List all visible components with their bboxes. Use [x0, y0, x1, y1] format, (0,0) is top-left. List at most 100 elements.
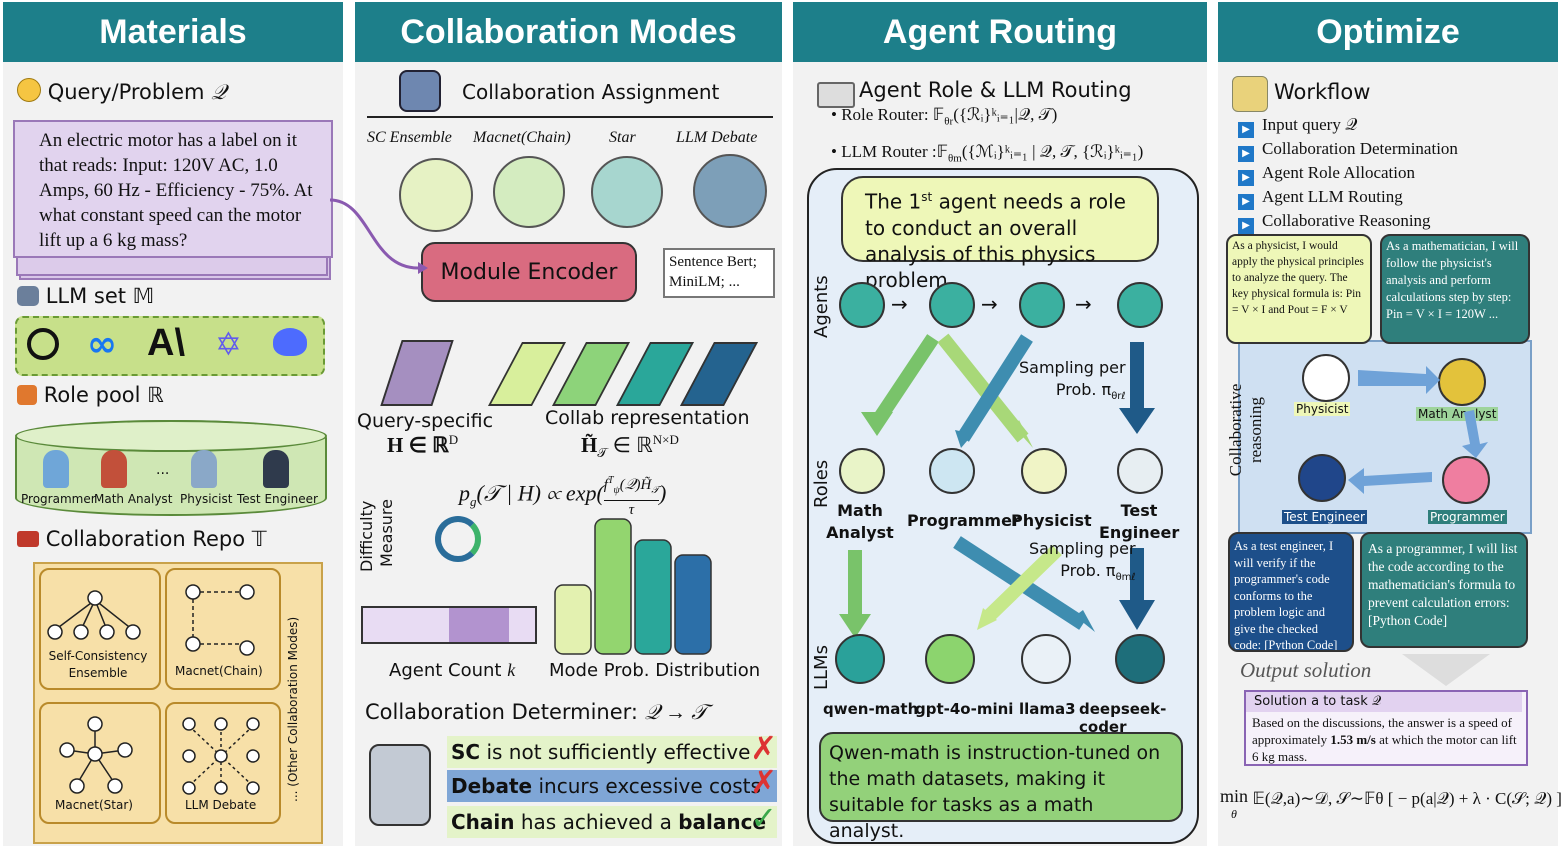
objective-min-text: min: [1220, 786, 1249, 806]
agent-label-tester: Test Engineer: [1282, 510, 1367, 524]
repo-label-chain: Macnet(Chain): [175, 664, 263, 678]
mode-prob-bar: [594, 518, 632, 655]
collab-rep-label: Collab representation: [545, 407, 750, 429]
sampling-llm-line-2: Prob. π: [1060, 561, 1116, 580]
role-avatar-physicist: [191, 450, 217, 488]
query-h-text: H ∈ ℝ: [387, 433, 449, 457]
anthropic-icon: A\: [147, 322, 185, 364]
query-specific-label: Query-specific: [357, 410, 494, 432]
llm-set-symbol: 𝕄: [132, 284, 155, 308]
collab-h-sub: 𝒯: [597, 445, 608, 461]
router-icon: [817, 82, 855, 108]
llm-icon-deepseek: [1115, 634, 1165, 684]
llm-icon-qwen: [835, 634, 885, 684]
llm-set-title: LLM set: [45, 284, 126, 308]
routing-arrows: [839, 333, 1155, 638]
objective-min-sub: θ: [1231, 807, 1237, 821]
formula-p: p: [459, 480, 470, 506]
repo-label-debate: LLM Debate: [185, 798, 257, 812]
optimize-header: Optimize: [1218, 2, 1558, 62]
solution-text: Based on the discussions, the answer is …: [1252, 714, 1520, 765]
judge-robot-icon: [369, 744, 431, 826]
role-pool-title: Role pool: [43, 383, 141, 407]
routing-title: Agent Role & LLM Routing: [859, 78, 1132, 102]
cross-icon-1: ✗: [750, 729, 777, 767]
bubble-text-pre: The 1: [865, 189, 922, 214]
repo-graphs: [47, 584, 260, 795]
qwen-icon: ✡: [215, 325, 242, 363]
agent-label-math: Math Analyst: [1416, 407, 1499, 421]
formula-f: f: [603, 477, 608, 493]
role-name-math: Math Analyst: [826, 501, 894, 542]
mode-prob-bar: [634, 539, 672, 655]
solution-title: Solution a to task 𝒬: [1246, 692, 1522, 712]
mode-circle-chain: [493, 156, 565, 228]
role-router-args: ({ℛᵢ}ᵏᵢ₌₁|𝒬, 𝒯): [953, 105, 1058, 124]
role-router-label: Role Router: 𝔽: [841, 105, 945, 124]
role-router-line: • Role Router: 𝔽θr({ℛᵢ}ᵏᵢ₌₁|𝒬, 𝒯): [831, 105, 1058, 128]
agent-count-fill: [449, 608, 509, 642]
repo-cell-star: [39, 702, 161, 824]
play-icon: ▶: [1238, 122, 1254, 138]
bubble-text-sup: st: [921, 190, 933, 204]
role-router-sub: θr: [944, 115, 954, 128]
solution-text-b: at which the motor can lift 6 kg mass.: [1252, 732, 1517, 764]
tester-bubble: As a test engineer, I will verify if the…: [1228, 532, 1354, 652]
workflow-step-2: ▶ Collaboration Determination: [1238, 138, 1458, 162]
agent-count-text: Agent Count: [389, 660, 502, 681]
math-bubble: As a mathematician, I will follow the ph…: [1380, 234, 1530, 344]
agent-label-physicist: Physicist: [1294, 402, 1351, 416]
chain-arrow-1: →: [891, 292, 908, 316]
verdict-sc-text: is not sufficiently effective: [480, 740, 751, 764]
determiner-map: 𝒬 → 𝒯: [644, 700, 708, 724]
workflow-step-1: ▶ Input query 𝒬: [1238, 114, 1458, 138]
first-agent-bubble: The 1st agent needs a role to conduct an…: [841, 176, 1159, 292]
agent-count-label: Agent Count k: [389, 660, 515, 681]
repo-title-row: Collaboration Repo 𝕋: [17, 527, 267, 552]
workflow-step-4-text: Agent LLM Routing: [1262, 187, 1403, 206]
math-agent-icon: [1438, 358, 1486, 406]
programmer-agent-icon: [1442, 456, 1490, 504]
llm-name-deepseek: deepseek-coder: [1079, 700, 1167, 736]
assignment-bracket: [367, 116, 773, 118]
openai-icon: [27, 328, 59, 360]
mode-prob-bar: [554, 584, 592, 655]
robot-icon: [17, 286, 39, 306]
mode-label-star: Star: [609, 129, 636, 146]
solution-text-a: Based on the discussions, the answer is …: [1252, 715, 1512, 747]
optimize-panel: Optimize Workflow ▶Input query 𝒬 ▶Collab…: [1218, 2, 1561, 846]
role-icon-math: [839, 448, 885, 494]
query-h-sup: D: [448, 432, 459, 447]
agent-1-icon: [839, 282, 885, 328]
workflow-step-5-text: Collaborative Reasoning: [1262, 211, 1431, 230]
physicist-agent-icon: [1302, 354, 1350, 402]
workflow-step-3: ▶Agent Role Allocation: [1238, 162, 1458, 186]
workflow-step-3-text: Agent Role Allocation: [1262, 163, 1415, 182]
query-symbol: 𝒬: [211, 80, 227, 104]
llm-set-title-row: LLM set 𝕄: [17, 284, 154, 309]
play-icon: ▶: [1238, 146, 1254, 162]
sampling-role-label: Sampling per Prob. πθrℓ: [1019, 357, 1126, 408]
thinking-face-icon: [17, 78, 41, 102]
role-pool-title-row: Role pool ℝ: [17, 383, 164, 408]
agent-2-icon: [929, 282, 975, 328]
llm-router-sub: θm: [948, 152, 962, 165]
physicist-bubble: As a physicist, I would apply the physic…: [1226, 234, 1372, 344]
collab-h-rest: ∈ ℝ: [607, 433, 653, 457]
llm-router-label: LLM Router :𝔽: [841, 142, 949, 161]
verdict-debate: Debate incurs excessive costs ✗: [447, 766, 777, 802]
reasoning-arrows: [1348, 366, 1488, 494]
verdict-chain: Chain has achieved a balance ✓: [447, 802, 777, 838]
formula-num-rest-sub: 𝒯: [651, 485, 660, 496]
workflow-step-2-text: Collaboration Determination: [1262, 139, 1458, 158]
play-icon: ▶: [1238, 218, 1254, 234]
role-avatar-programmer: [43, 450, 69, 488]
role-avatar-tester: [263, 450, 289, 488]
toolbox-icon: [17, 531, 39, 547]
workflow-step-1-text: Input query 𝒬: [1262, 115, 1358, 134]
workflow-step-4: ▶Agent LLM Routing: [1238, 186, 1458, 210]
routing-header: Agent Routing: [793, 2, 1207, 62]
